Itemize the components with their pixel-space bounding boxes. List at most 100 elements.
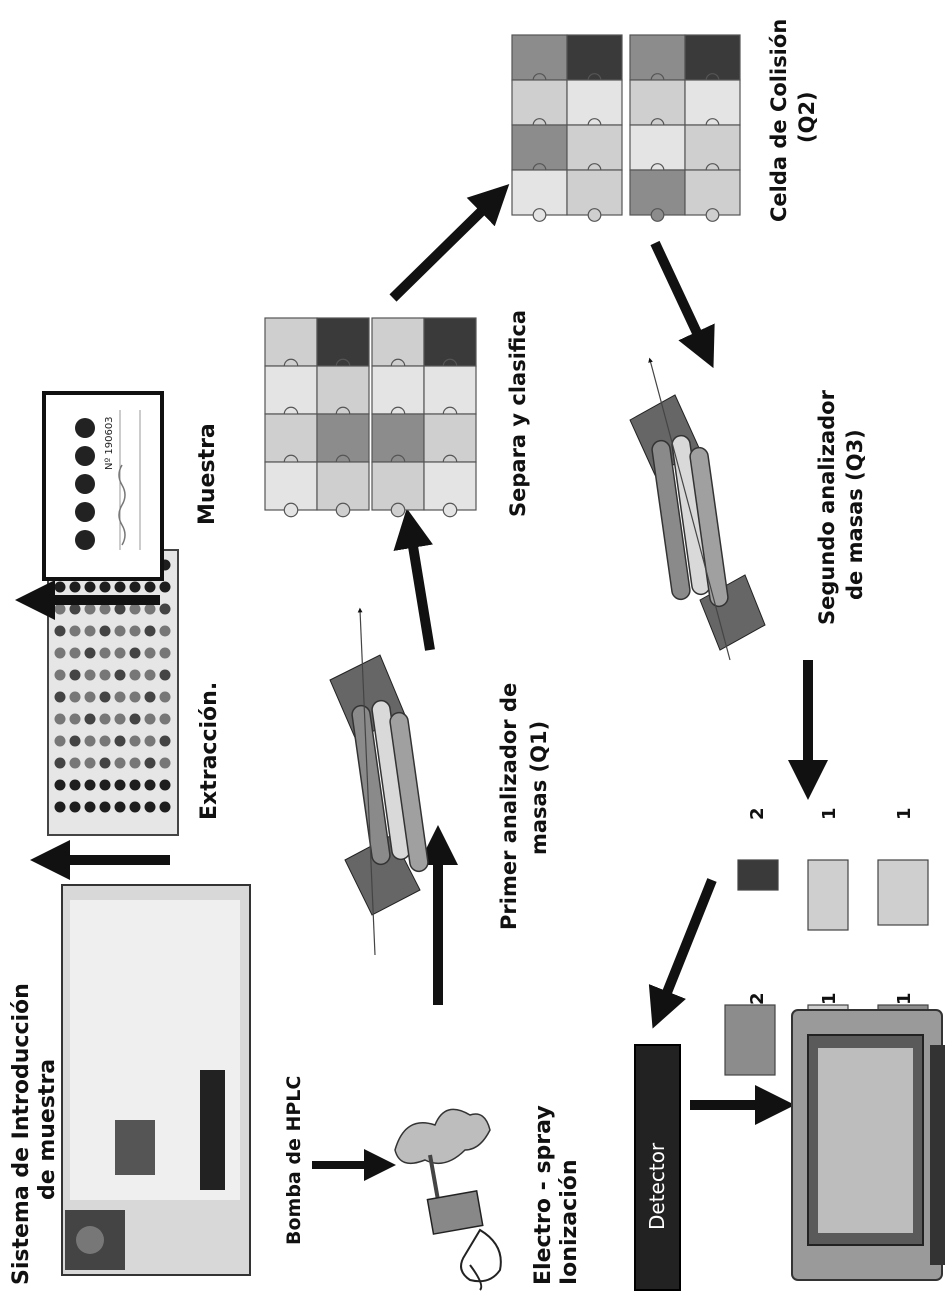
well — [130, 648, 141, 659]
well — [145, 780, 156, 791]
arrow-q2-to-q3 — [655, 243, 705, 350]
well — [85, 736, 96, 747]
well — [130, 692, 141, 703]
well — [70, 758, 81, 769]
well — [70, 670, 81, 681]
well — [55, 758, 66, 769]
well — [115, 582, 126, 593]
well — [115, 714, 126, 725]
arrow-puzzle-to-q2 — [393, 198, 495, 298]
well — [160, 802, 171, 813]
well — [85, 692, 96, 703]
well — [115, 604, 126, 615]
well — [130, 714, 141, 725]
well — [160, 626, 171, 637]
well — [85, 714, 96, 725]
well — [70, 736, 81, 747]
sorted-puzzle-bottom — [372, 318, 476, 517]
well — [55, 648, 66, 659]
well — [145, 736, 156, 747]
well — [70, 802, 81, 813]
well — [85, 582, 96, 593]
well — [70, 582, 81, 593]
well — [115, 758, 126, 769]
well — [85, 780, 96, 791]
well — [55, 692, 66, 703]
count-left-1: 1 — [819, 992, 840, 1005]
well — [100, 758, 111, 769]
well — [100, 626, 111, 637]
well — [70, 626, 81, 637]
well — [145, 758, 156, 769]
puzzle-knob — [588, 209, 601, 222]
count-left-2: 1 — [894, 992, 915, 1005]
fragment-piece — [878, 860, 928, 925]
arrow-q1-to-puzzle — [410, 528, 430, 650]
well — [130, 626, 141, 637]
well — [70, 780, 81, 791]
well — [100, 604, 111, 615]
q1-label-1: Primer analizador de — [497, 683, 521, 930]
card-number: Nº 190603 — [104, 416, 115, 470]
count-right-2: 1 — [894, 807, 915, 820]
pump-label: Bomba de HPLC — [283, 1076, 305, 1245]
computer-icon — [792, 1010, 945, 1280]
well — [85, 802, 96, 813]
sample-intro-label-2: de muestra — [35, 1059, 60, 1200]
q3-label-2: de masas (Q3) — [843, 429, 867, 600]
well — [85, 670, 96, 681]
well — [55, 802, 66, 813]
electrospray-icon — [395, 1109, 501, 1290]
well — [160, 758, 171, 769]
well — [115, 670, 126, 681]
count-right-0: 2 — [747, 807, 768, 820]
well — [70, 692, 81, 703]
well — [100, 648, 111, 659]
well — [100, 670, 111, 681]
puzzle-knob — [391, 503, 404, 516]
count-left-0: 2 — [747, 992, 768, 1005]
well — [115, 802, 126, 813]
well — [145, 670, 156, 681]
well — [130, 736, 141, 747]
q1-label-2: masas (Q1) — [527, 721, 551, 855]
well — [145, 802, 156, 813]
well — [85, 626, 96, 637]
electrospray-label: Electro - spray — [531, 1105, 556, 1285]
well — [115, 692, 126, 703]
well — [130, 670, 141, 681]
q1-quadrupole — [330, 610, 429, 955]
fragment-piece — [725, 1005, 775, 1075]
q2-label-2: (Q2) — [795, 91, 819, 143]
well — [160, 582, 171, 593]
well — [115, 648, 126, 659]
collision-puzzle-right — [630, 35, 740, 221]
well — [85, 648, 96, 659]
well — [160, 736, 171, 747]
sample-card — [44, 393, 162, 579]
well — [145, 582, 156, 593]
sample-intro-photo — [62, 885, 250, 1275]
well — [160, 648, 171, 659]
puzzle-knob — [443, 503, 456, 516]
count-right-1: 1 — [819, 807, 840, 820]
sorted-puzzle-top — [265, 318, 369, 517]
sample-label: Muestra — [195, 423, 220, 525]
well — [100, 802, 111, 813]
well — [145, 714, 156, 725]
extraction-label: Extracción. — [197, 682, 222, 820]
arrow-fragments-to-detector — [660, 880, 712, 1010]
well — [130, 582, 141, 593]
well — [70, 714, 81, 725]
well — [85, 604, 96, 615]
well — [160, 714, 171, 725]
well — [115, 780, 126, 791]
puzzle-knob — [706, 209, 719, 222]
well — [100, 582, 111, 593]
well — [100, 736, 111, 747]
fragment-piece — [738, 860, 778, 890]
well — [145, 604, 156, 615]
well — [115, 626, 126, 637]
well — [100, 780, 111, 791]
